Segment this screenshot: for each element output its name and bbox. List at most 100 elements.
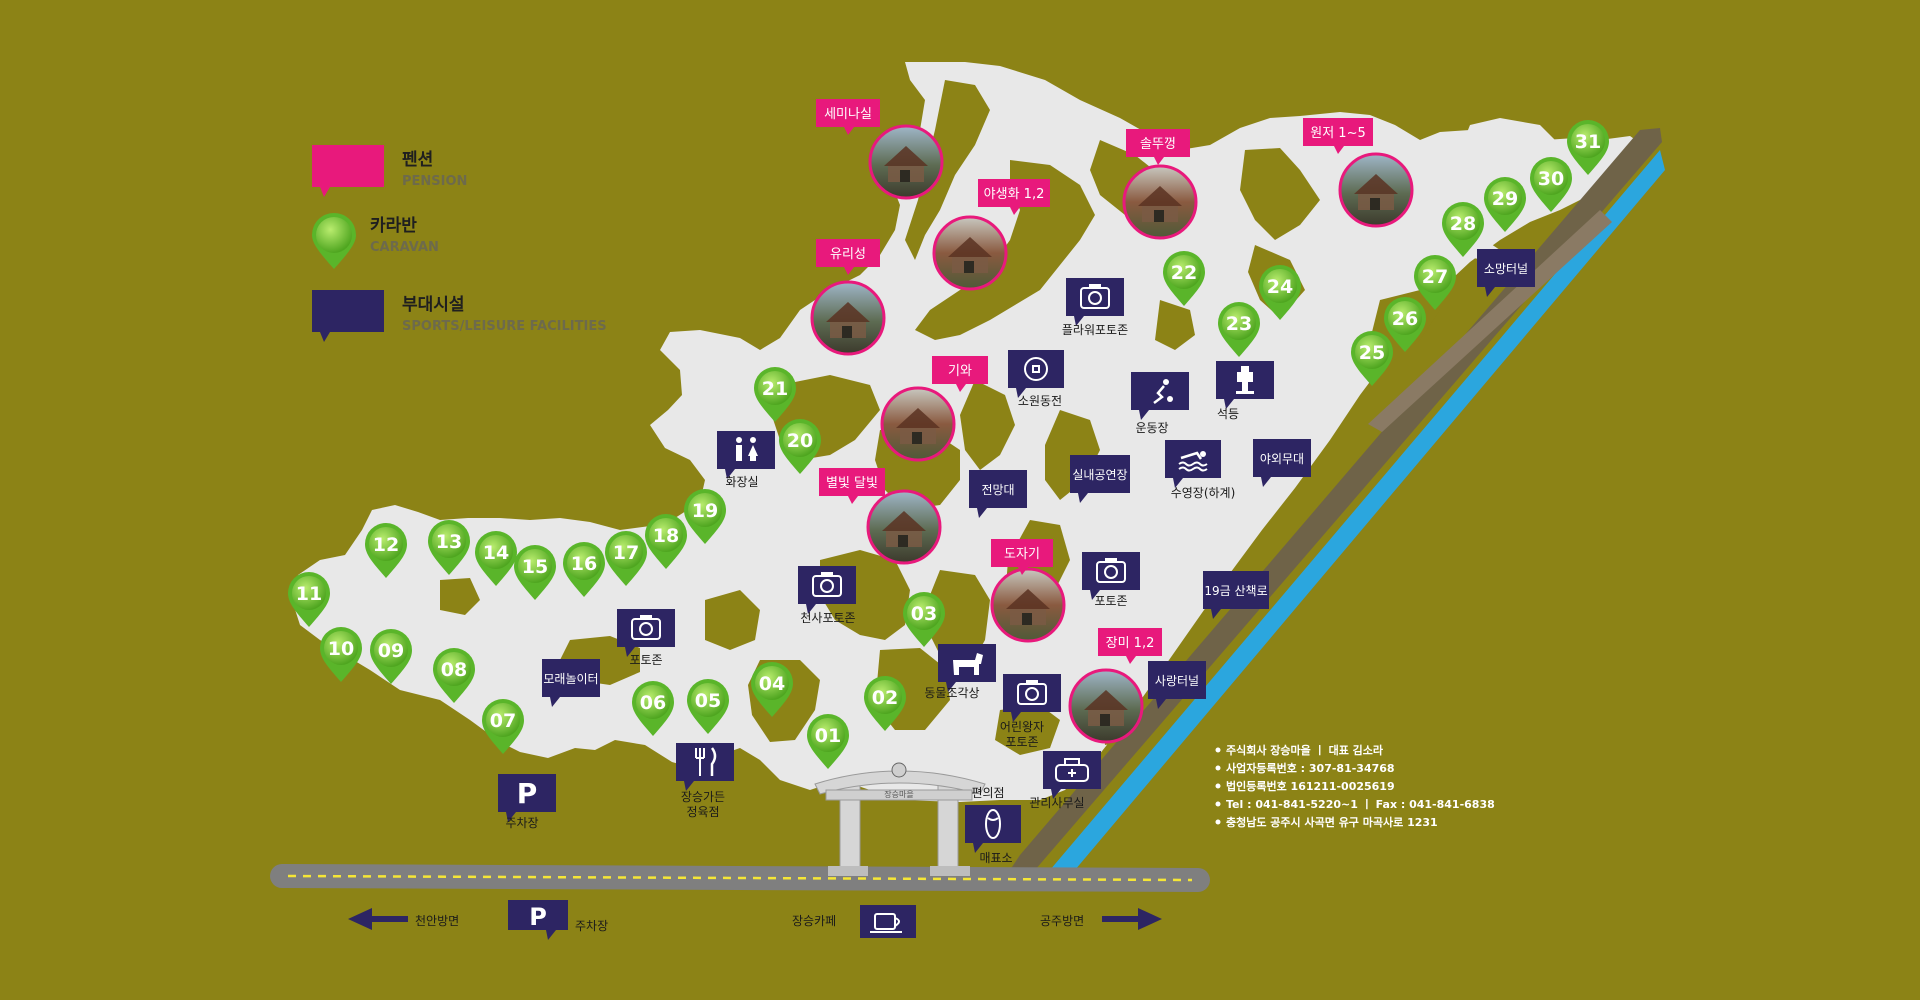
- facility-10[interactable]: 천사포토존: [798, 566, 856, 625]
- facility-20[interactable]: 관리사무실: [1029, 751, 1101, 810]
- pension-4[interactable]: 기와: [880, 356, 988, 462]
- facility-21[interactable]: 편의점: [971, 786, 1004, 800]
- caravan-site-03[interactable]: 03: [903, 592, 945, 647]
- caravan-site-28[interactable]: 28: [1442, 202, 1484, 257]
- caravan-site-06[interactable]: 06: [632, 681, 674, 736]
- facility-11[interactable]: 포토존: [617, 609, 675, 667]
- caravan-site-11[interactable]: 11: [288, 572, 330, 627]
- facility-1[interactable]: 플라워포토존: [1062, 278, 1128, 337]
- caravan-site-21[interactable]: 21: [754, 367, 796, 422]
- caravan-site-30[interactable]: 30: [1530, 157, 1572, 212]
- caravan-site-14[interactable]: 14: [475, 531, 517, 586]
- caravan-site-02[interactable]: 02: [864, 676, 906, 731]
- coin-icon: [1024, 357, 1048, 381]
- caravan-site-15[interactable]: 15: [514, 545, 556, 600]
- caravan-site-12[interactable]: 12: [365, 523, 407, 578]
- facility-8[interactable]: 화장실: [717, 431, 775, 489]
- facility-4[interactable]: 석등: [1216, 361, 1274, 421]
- caravan-site-09[interactable]: 09: [370, 629, 412, 684]
- pension-5[interactable]: 별빛 달빛: [819, 468, 942, 565]
- pension-name: 유리성: [830, 247, 866, 262]
- parking-sign-bottom[interactable]: P: [508, 900, 568, 940]
- facility-2[interactable]: 소원동전: [1008, 350, 1064, 408]
- caravan-site-23[interactable]: 23: [1218, 302, 1260, 357]
- pension-8[interactable]: 솔뚜껑: [1122, 129, 1198, 240]
- caravan-site-16[interactable]: 16: [563, 542, 605, 597]
- caravan-site-01[interactable]: 01: [807, 714, 849, 769]
- pension-name: 원저 1~5: [1310, 126, 1366, 141]
- facility-sign: [676, 743, 734, 791]
- pension-tag: [991, 539, 1053, 575]
- facility-17[interactable]: 사랑터널: [1148, 661, 1206, 709]
- parking-icon: P: [517, 777, 538, 810]
- facility-15[interactable]: 동물조각상: [924, 644, 996, 700]
- caravan-site-04[interactable]: 04: [751, 662, 793, 717]
- pin-head: [688, 493, 722, 527]
- pin-head: [755, 666, 789, 700]
- facility-label: 소원동전: [1018, 394, 1062, 408]
- caravan-site-19[interactable]: 19: [684, 489, 726, 544]
- pension-7[interactable]: 장미 1,2: [1068, 628, 1162, 744]
- facility-9[interactable]: 전망대: [969, 470, 1027, 518]
- facility-label: 석등: [1217, 407, 1239, 421]
- caravan-number: 25: [1359, 342, 1385, 364]
- facility-13[interactable]: 19금 산책로: [1203, 571, 1269, 619]
- pension-tag: [1098, 628, 1162, 664]
- caravan-site-31[interactable]: 31: [1567, 120, 1609, 175]
- bullet: [1215, 819, 1221, 825]
- caravan-site-24[interactable]: 24: [1259, 265, 1301, 320]
- pension-1[interactable]: 세미나실: [816, 99, 944, 200]
- facility-6[interactable]: 수영장(하계): [1165, 440, 1235, 500]
- caravan-site-07[interactable]: 07: [482, 699, 524, 754]
- slipper-icon: [985, 809, 1001, 839]
- facility-sign: [542, 659, 600, 707]
- facility-14[interactable]: 모래놀이터: [542, 659, 600, 707]
- legend-title: 펜션: [402, 150, 433, 170]
- caravan-site-17[interactable]: 17: [605, 531, 647, 586]
- pin-head: [324, 631, 358, 665]
- pension-photo: [932, 215, 1008, 291]
- caravan-site-18[interactable]: 18: [645, 514, 687, 569]
- facility-12[interactable]: 포토존: [1082, 552, 1140, 608]
- pin-head: [1488, 181, 1522, 215]
- camera-icon: [1017, 680, 1047, 705]
- pin-head: [907, 596, 941, 630]
- parking-icon: P: [529, 903, 547, 931]
- caravan-site-26[interactable]: 26: [1384, 297, 1426, 352]
- facility-label: 야외무대: [1260, 452, 1304, 466]
- facility-5[interactable]: 실내공연장: [1070, 455, 1130, 503]
- facility-7[interactable]: 야외무대: [1253, 439, 1311, 487]
- pension-9[interactable]: 원저 1~5: [1303, 118, 1414, 228]
- camera-icon: [1080, 284, 1110, 309]
- caravan-site-25[interactable]: 25: [1351, 331, 1393, 386]
- facility-label: 장승가든: [681, 790, 725, 804]
- pension-3[interactable]: 유리성: [810, 239, 886, 356]
- pension-name: 장미 1,2: [1106, 636, 1155, 651]
- pension-name: 기와: [948, 364, 972, 379]
- facility-23[interactable]: 소망터널: [1477, 249, 1535, 297]
- caravan-site-29[interactable]: 29: [1484, 177, 1526, 232]
- cafe-sign[interactable]: [860, 905, 916, 938]
- facility-22[interactable]: 매표소: [965, 805, 1021, 865]
- caravan-site-08[interactable]: 08: [433, 648, 475, 703]
- caravan-site-22[interactable]: 22: [1163, 251, 1205, 306]
- facility-3[interactable]: 운동장: [1131, 372, 1189, 435]
- pension-6[interactable]: 도자기: [990, 539, 1066, 643]
- facility-sign: [498, 774, 556, 822]
- pension-2[interactable]: 야생화 1,2: [932, 179, 1050, 291]
- caravan-site-27[interactable]: 27: [1414, 255, 1456, 310]
- pin-head: [811, 718, 845, 752]
- caravan-site-13[interactable]: 13: [428, 520, 470, 575]
- caravan-number: 28: [1450, 213, 1476, 235]
- facility-label: 화장실: [725, 475, 758, 489]
- caravan-site-05[interactable]: 05: [687, 679, 729, 734]
- pin-head: [783, 423, 817, 457]
- parking-icon-glyph: P: [517, 777, 538, 810]
- caravan-site-20[interactable]: 20: [779, 419, 821, 474]
- caravan-site-10[interactable]: 10: [320, 627, 362, 682]
